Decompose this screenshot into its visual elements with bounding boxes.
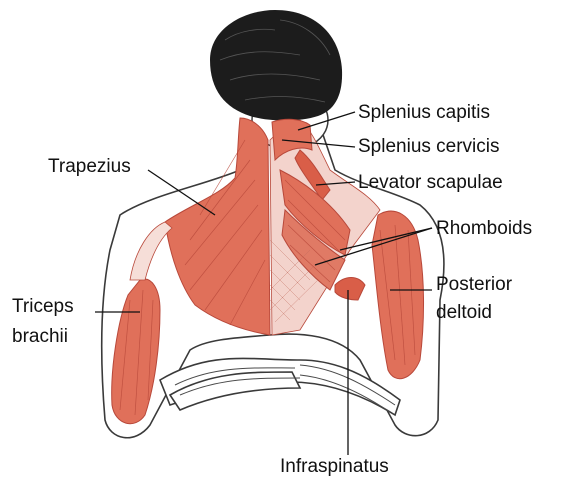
label-triceps-2: brachii — [12, 326, 68, 347]
label-rhomboids: Rhomboids — [436, 218, 532, 239]
label-splenius-capitis: Splenius capitis — [358, 102, 490, 123]
label-posterior-deltoid-1: Posterior — [436, 274, 513, 295]
hair — [210, 10, 342, 121]
label-posterior-deltoid-2: deltoid — [436, 302, 492, 323]
label-infraspinatus: Infraspinatus — [280, 456, 389, 477]
label-splenius-cervicis: Splenius cervicis — [358, 136, 500, 157]
label-trapezius: Trapezius — [48, 156, 131, 177]
label-triceps-1: Triceps — [12, 296, 74, 317]
label-levator-scapulae: Levator scapulae — [358, 172, 503, 193]
